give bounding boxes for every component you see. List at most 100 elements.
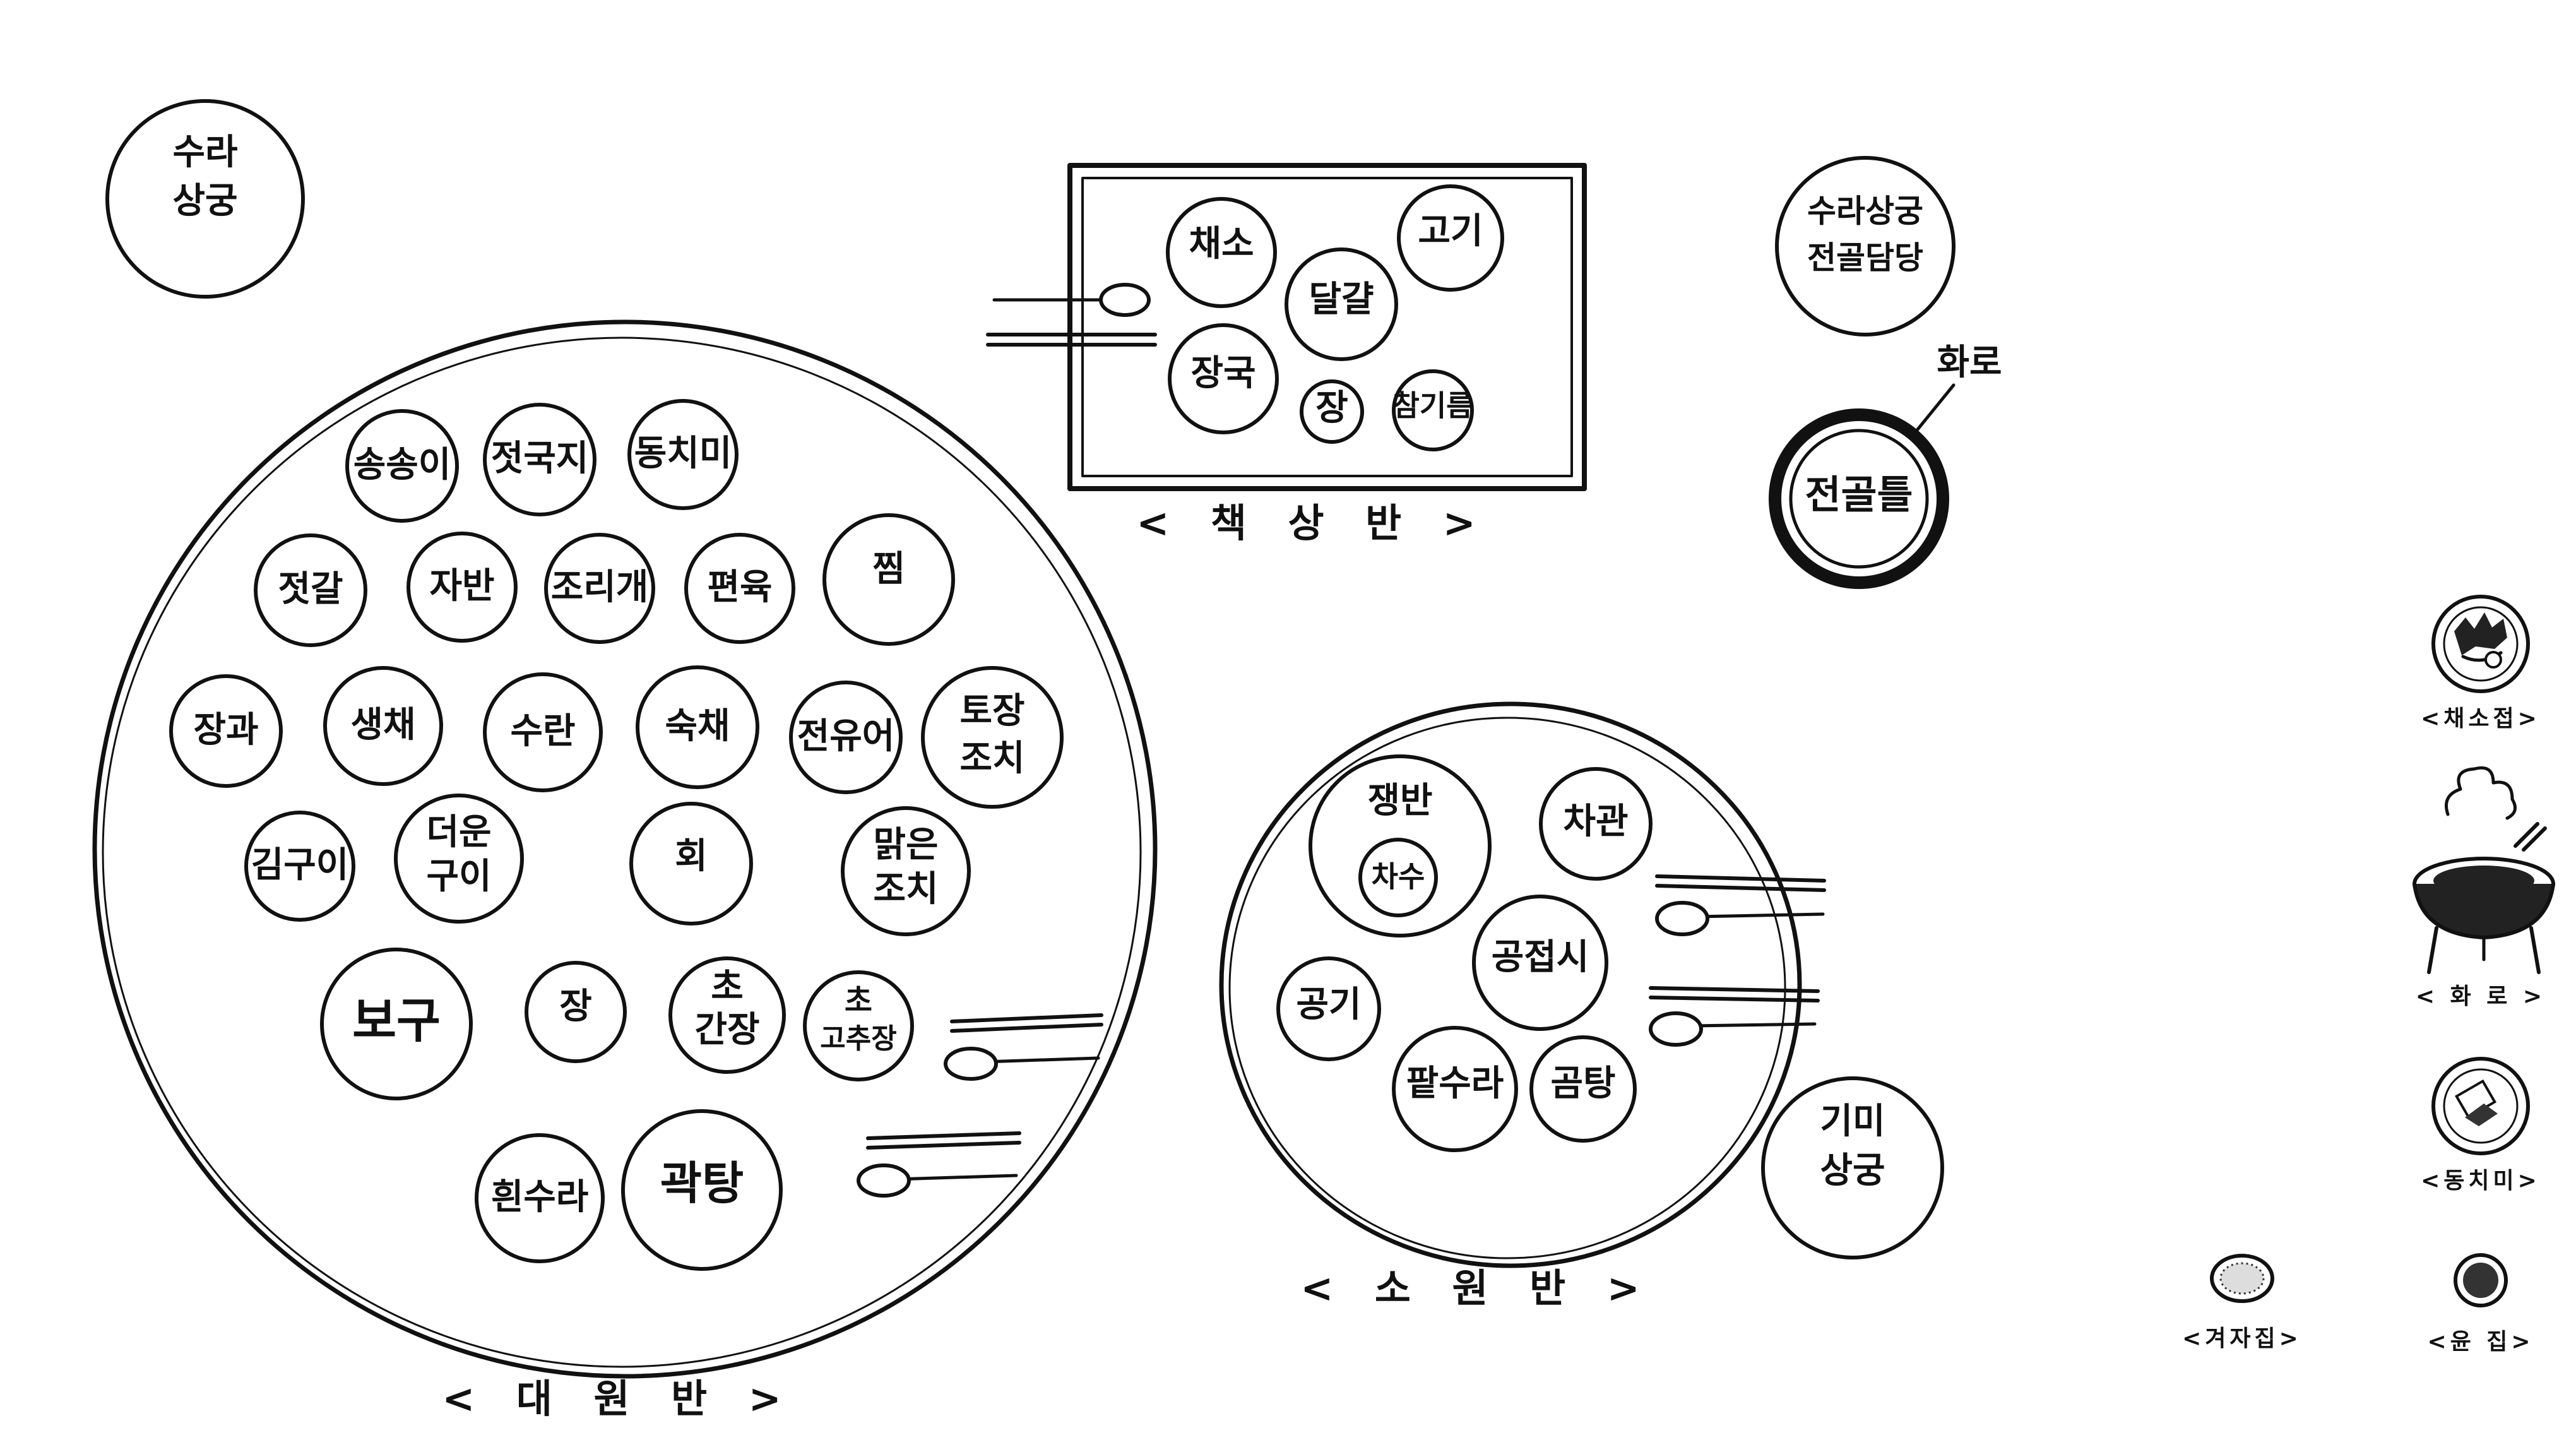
svg-text:채소: 채소: [1189, 223, 1254, 265]
dish-patsura: 팥수라: [1392, 1026, 1518, 1152]
dish-dongchimi: 동치미: [627, 399, 739, 510]
dish-jeotgal: 젓갈: [254, 533, 367, 647]
svg-text:젓국지: 젓국지: [491, 438, 589, 479]
svg-text:초: 초: [845, 983, 872, 1018]
legend: <채소접> < 화 로 > <동치미> <겨자집>: [2182, 595, 2555, 1355]
attendant-label-line1: 수라: [172, 132, 237, 173]
dish-jangguk: 장국: [1168, 323, 1279, 434]
svg-text:공기: 공기: [1296, 984, 1361, 1025]
dish-jeotgukji: 젓국지: [483, 403, 597, 516]
svg-text:토장: 토장: [959, 691, 1024, 732]
dish-cho-gochujang: 초 고추장: [803, 970, 914, 1081]
hwaro-label: 화로: [1937, 342, 2002, 383]
legend-label-dongchimi: <동치미>: [2421, 1168, 2541, 1194]
svg-text:전유어: 전유어: [797, 716, 895, 757]
svg-text:차관: 차관: [1563, 801, 1628, 842]
dish-pyeonyuk: 편육: [684, 533, 795, 644]
dish-songsongi: 송송이: [345, 409, 459, 523]
dish-saengchae: 생채: [323, 666, 443, 786]
dish-cho-ganjang: 초 간장: [668, 956, 786, 1074]
dish-malgeun-jochi: 맑은 조치: [841, 806, 971, 936]
dish-gwaktang: 곽탕: [621, 1109, 783, 1271]
attendant-gimi-sanggung: 기미 상궁: [1761, 1076, 1944, 1259]
dish-suran: 수란: [483, 672, 603, 792]
jeongolteul-label: 전골틀: [1805, 472, 1913, 518]
svg-text:장국: 장국: [1190, 353, 1255, 394]
dish-huinsura: 흰수라: [475, 1133, 605, 1263]
svg-text:차수: 차수: [1372, 860, 1425, 894]
svg-text:편육: 편육: [707, 567, 772, 608]
svg-text:간장: 간장: [694, 1009, 759, 1050]
svg-text:젓갈: 젓갈: [278, 569, 343, 610]
attendant-label-line1: 기미: [1820, 1101, 1885, 1142]
dish-jang-small: 장: [1300, 379, 1364, 444]
attendant-label-line2: 전골담당: [1807, 240, 1923, 277]
dish-chamgireum: 참기름: [1392, 369, 1474, 451]
dish-gonggi: 공기: [1276, 956, 1381, 1061]
svg-text:장: 장: [559, 986, 592, 1027]
dish-jang: 장: [525, 961, 627, 1063]
svg-text:더운: 더운: [426, 812, 491, 853]
svg-text:수란: 수란: [510, 711, 575, 752]
svg-text:조치: 조치: [959, 738, 1024, 779]
jeongol-brazier: 화로 전골틀: [1769, 342, 2002, 589]
dish-gimgui: 김구이: [244, 811, 355, 922]
svg-text:장과: 장과: [193, 710, 258, 751]
svg-text:팥수라: 팥수라: [1406, 1063, 1504, 1104]
dish-janggwa: 장과: [169, 674, 283, 788]
svg-text:송송이: 송송이: [353, 444, 451, 485]
dish-jaban: 자반: [407, 532, 518, 643]
svg-text:김구이: 김구이: [251, 845, 349, 886]
legend-label-yunjip: <윤 집>: [2427, 1329, 2534, 1355]
dish-gomtang: 곰탕: [1529, 1035, 1637, 1143]
spoon-chopsticks-daewonban-2: [857, 1131, 1021, 1198]
svg-text:조치: 조치: [873, 869, 938, 910]
dish-jeonyueo: 전유어: [789, 681, 903, 794]
svg-text:장: 장: [1315, 388, 1348, 429]
svg-text:공접시: 공접시: [1492, 937, 1589, 978]
dish-deoun-gui: 더운 구이: [394, 794, 524, 924]
svg-text:조리개: 조리개: [551, 567, 649, 608]
dish-gongjeopsi: 공접시: [1472, 895, 1608, 1031]
dish-chasu: 차수: [1358, 838, 1438, 917]
dish-gogi: 고기: [1397, 184, 1504, 292]
spoon-chopsticks-sowonban-1: [1655, 874, 1826, 936]
svg-text:곽탕: 곽탕: [660, 1157, 744, 1210]
chaeksangban-table: 채소 고기 달걀 장국 장 참기름 < 책 상 반 >: [986, 163, 1587, 546]
svg-text:달걀: 달걀: [1309, 279, 1374, 320]
dish-hoe: 회: [629, 802, 753, 925]
chaeksangban-caption: < 책 상 반 >: [1136, 500, 1489, 546]
svg-text:곰탕: 곰탕: [1550, 1063, 1615, 1104]
attendant-label-line1: 수라상궁: [1807, 193, 1923, 230]
legend-label-chaesojeop: <채소접>: [2421, 706, 2541, 732]
legend-label-hwaro: < 화 로 >: [2416, 984, 2546, 1009]
spoon-chopsticks-chaeksangban: [986, 283, 1157, 347]
attendant-label-line2: 상궁: [1820, 1150, 1885, 1191]
attendant-label-line2: 상궁: [172, 181, 237, 222]
brazier-icon: [2413, 766, 2555, 974]
svg-text:쟁반: 쟁반: [1367, 780, 1432, 821]
svg-text:보구: 보구: [352, 992, 441, 1049]
dish-dalgyal: 달걀: [1285, 247, 1398, 361]
daewonban-caption: < 대 원 반 >: [442, 1376, 795, 1422]
svg-text:회: 회: [675, 836, 708, 877]
svg-text:고기: 고기: [1418, 211, 1483, 252]
vegetable-plate-icon: [2431, 595, 2530, 693]
sauce-dish-icon: [2454, 1253, 2508, 1307]
svg-text:생채: 생채: [350, 705, 415, 746]
dish-bogu: 보구: [320, 948, 473, 1100]
dish-sukchae: 숙채: [636, 665, 759, 789]
sowonban-table: 쟁반 차수 차관 공접시 공기 팥수라 곰탕 < 소 원 반 >: [1219, 701, 1826, 1311]
daewonban-table: 송송이 젓국지 동치미 젓갈 자반 조리개 편육 찜 장과 생채 수란 숙채 전…: [92, 319, 1158, 1422]
svg-text:동치미: 동치미: [634, 433, 732, 474]
attendant-sura-sanggung: 수라 상궁: [105, 99, 305, 299]
svg-text:맑은: 맑은: [873, 824, 938, 866]
legend-label-gyeojajip: <겨자집>: [2182, 1326, 2302, 1352]
spoon-chopsticks-daewonban-1: [944, 1013, 1103, 1081]
dish-jjim: 찜: [822, 513, 955, 646]
sowonban-caption: < 소 원 반 >: [1300, 1265, 1653, 1311]
svg-text:자반: 자반: [429, 566, 494, 607]
dish-tojang-jochi: 토장 조치: [921, 666, 1064, 809]
svg-text:참기름: 참기름: [1393, 389, 1473, 423]
